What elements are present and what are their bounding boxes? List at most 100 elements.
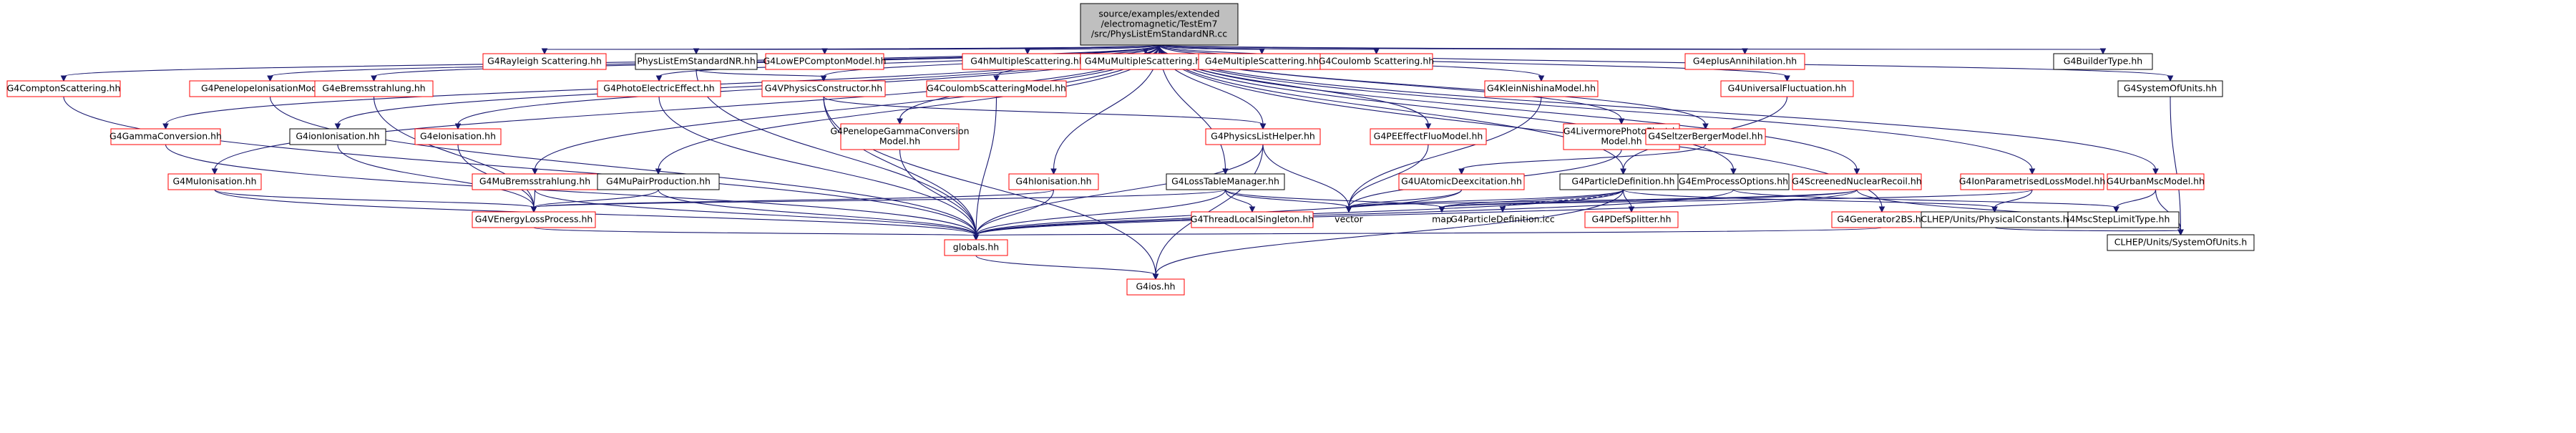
edge-n28-n48 xyxy=(1348,189,1463,208)
edge-n31-n28 xyxy=(1460,144,1707,170)
edge-n23-n48 xyxy=(1224,189,1350,208)
node-n26[interactable]: G4KleinNishinaModel.hh xyxy=(1484,80,1599,97)
node-n16[interactable]: G4CoulombScatteringModel.hh xyxy=(926,80,1067,97)
node-n35[interactable]: G4EmProcessOptions.hh xyxy=(1677,173,1790,190)
node-n30[interactable]: G4UniversalFluctuation.hh xyxy=(1720,80,1854,97)
node-n25[interactable]: G4PEEffectFluoModel.hh xyxy=(1370,128,1487,145)
arrowhead-root-n8 xyxy=(532,168,538,175)
node-n22[interactable]: G4hIonisation.hh xyxy=(1008,173,1099,190)
arrowhead-root-n36 xyxy=(1853,168,1860,175)
node-label: G4ios.hh xyxy=(1136,281,1175,292)
node-n2[interactable]: G4GammaConversion.hh xyxy=(109,128,222,145)
node-n37[interactable]: G4Generator2BS.hh xyxy=(1831,211,1933,228)
node-n17[interactable]: G4hMultipleScattering.hh xyxy=(962,53,1093,70)
node-box xyxy=(2117,80,2223,97)
node-n10[interactable]: G4Rayleigh Scattering.hh xyxy=(482,53,607,70)
node-label: G4ParticleDefinition.hh xyxy=(1571,176,1674,187)
arrowhead-n44-n43 xyxy=(2177,229,2184,236)
arrowhead-root-n22 xyxy=(1050,168,1057,175)
edge-n1-n46 xyxy=(63,96,977,236)
node-label: G4PEEffectFluoModel.hh xyxy=(1374,131,1483,142)
arrowhead-root-n5 xyxy=(371,75,377,82)
node-n39[interactable]: G4UrbanMscModel.hh xyxy=(2107,173,2205,190)
node-n9[interactable]: G4MuPairProduction.hh xyxy=(597,173,720,190)
arrowhead-root-n38 xyxy=(2029,168,2036,175)
node-n33[interactable]: G4ParticleDefinition.icc xyxy=(1438,212,1567,228)
node-label: G4MscStepLimitType.hh xyxy=(2063,214,2170,225)
edge-n37-n46 xyxy=(975,227,1883,236)
edge-n5-n45 xyxy=(373,96,535,208)
edge-root-n39 xyxy=(1158,44,2157,170)
node-n43[interactable]: CLHEP/Units/SystemOfUnits.h xyxy=(2107,234,2255,251)
node-n32[interactable]: G4ParticleDefinition.hh xyxy=(1559,173,1687,190)
node-n14[interactable]: G4VPhysicsConstructor.hh xyxy=(761,80,886,97)
arrowhead-root-n2 xyxy=(162,123,169,130)
edge-n3-n45 xyxy=(214,189,535,208)
node-n45[interactable]: G4VEnergyLossProcess.hh xyxy=(472,211,596,228)
node-n8[interactable]: G4MuBremsstrahlung.hh xyxy=(472,173,598,190)
node-n3[interactable]: G4MuIonisation.hh xyxy=(167,173,262,190)
node-n18[interactable]: G4MuMultipleScattering.hh xyxy=(1080,53,1211,70)
node-n24[interactable]: G4ThreadLocalSingleton.hh xyxy=(1191,211,1314,228)
node-root-physlistemstandardnr-cc[interactable]: source/examples/extended/electromagnetic… xyxy=(1080,3,1239,46)
node-n19[interactable]: G4eMultipleScattering.hh xyxy=(1198,53,1326,70)
edge-n26-n48 xyxy=(1348,96,1542,208)
node-box xyxy=(944,239,1008,256)
node-n12[interactable]: G4PhotoElectricEffect.hh xyxy=(597,80,721,97)
node-n38[interactable]: G4IonParametrisedLossModel.hh xyxy=(1959,173,2106,190)
graph-nodes: source/examples/extended/electromagnetic… xyxy=(6,3,2255,296)
node-box xyxy=(472,211,596,228)
node-n29[interactable]: G4eplusAnnihilation.hh xyxy=(1684,53,1805,70)
node-label: G4SeltzerBergerModel.hh xyxy=(1648,131,1762,142)
edge-n23-n45 xyxy=(533,189,1226,208)
node-n42[interactable]: G4SystemOfUnits.hh xyxy=(2117,80,2223,97)
node-label: G4eplusAnnihilation.hh xyxy=(1693,56,1797,67)
edge-root-n41 xyxy=(1158,44,2104,50)
arrowhead-n38-n49 xyxy=(1438,206,1445,213)
node-n28[interactable]: G4UAtomicDeexcitation.hh xyxy=(1398,173,1525,190)
node-box xyxy=(289,128,386,145)
node-box xyxy=(1484,80,1599,97)
node-n5[interactable]: G4eBremsstrahlung.hh xyxy=(314,80,434,97)
arrowhead-root-n10 xyxy=(541,48,548,55)
arrowhead-root-n35 xyxy=(1730,168,1737,175)
node-n4[interactable]: G4PenelopeIonisationModel.hh xyxy=(189,80,351,97)
node-label: G4EmProcessOptions.hh xyxy=(1679,176,1788,187)
node-n20[interactable]: G4Coulomb Scattering.hh xyxy=(1319,53,1434,70)
node-n31[interactable]: G4SeltzerBergerModel.hh xyxy=(1645,128,1766,145)
node-n13[interactable]: G4LowEPComptonModel.hh xyxy=(763,53,887,70)
node-n49[interactable]: map xyxy=(1424,212,1460,228)
node-n34[interactable]: G4PDefSplitter.hh xyxy=(1584,211,1679,228)
node-box xyxy=(1080,3,1239,46)
node-label: G4BuilderType.hh xyxy=(2064,56,2142,67)
node-box xyxy=(597,173,720,190)
node-label: G4PDefSplitter.hh xyxy=(1591,214,1671,225)
arrowhead-root-n7 xyxy=(454,123,462,130)
node-box xyxy=(840,123,960,150)
node-n36[interactable]: G4ScreenedNuclearRecoil.hh xyxy=(1792,173,1922,190)
node-label: G4ParticleDefinition.icc xyxy=(1450,214,1555,225)
node-n11[interactable]: PhysListEmStandardNR.hh xyxy=(635,53,758,70)
node-box xyxy=(597,80,721,97)
node-label: G4eMultipleScattering.hh xyxy=(1205,56,1319,67)
arrowhead-root-n17 xyxy=(1024,48,1031,55)
node-n41[interactable]: G4BuilderType.hh xyxy=(2053,53,2153,70)
arrowhead-root-n29 xyxy=(1742,48,1748,55)
node-n23[interactable]: G4LossTableManager.hh xyxy=(1166,173,1285,190)
node-n40[interactable]: G4MscStepLimitType.hh xyxy=(2053,211,2180,228)
arrowhead-root-n27 xyxy=(1618,118,1625,125)
node-n21[interactable]: G4PhysicsListHelper.hh xyxy=(1205,128,1321,145)
node-n47[interactable]: G4ios.hh xyxy=(1126,278,1185,296)
node-n44[interactable]: CLHEP/Units/PhysicalConstants.h xyxy=(1921,211,2069,228)
arrowhead-root-n30 xyxy=(1784,75,1790,82)
node-box xyxy=(635,53,758,70)
node-label: G4UrbanMscModel.hh xyxy=(2107,176,2205,187)
node-n48[interactable]: vector xyxy=(1327,212,1370,228)
node-n7[interactable]: G4eIonisation.hh xyxy=(414,128,502,145)
node-n6[interactable]: G4ionIonisation.hh xyxy=(289,128,386,145)
node-n46[interactable]: globals.hh xyxy=(944,239,1008,256)
arrowhead-root-n3 xyxy=(211,168,218,175)
node-n1[interactable]: G4ComptonScattering.hh xyxy=(6,80,121,97)
